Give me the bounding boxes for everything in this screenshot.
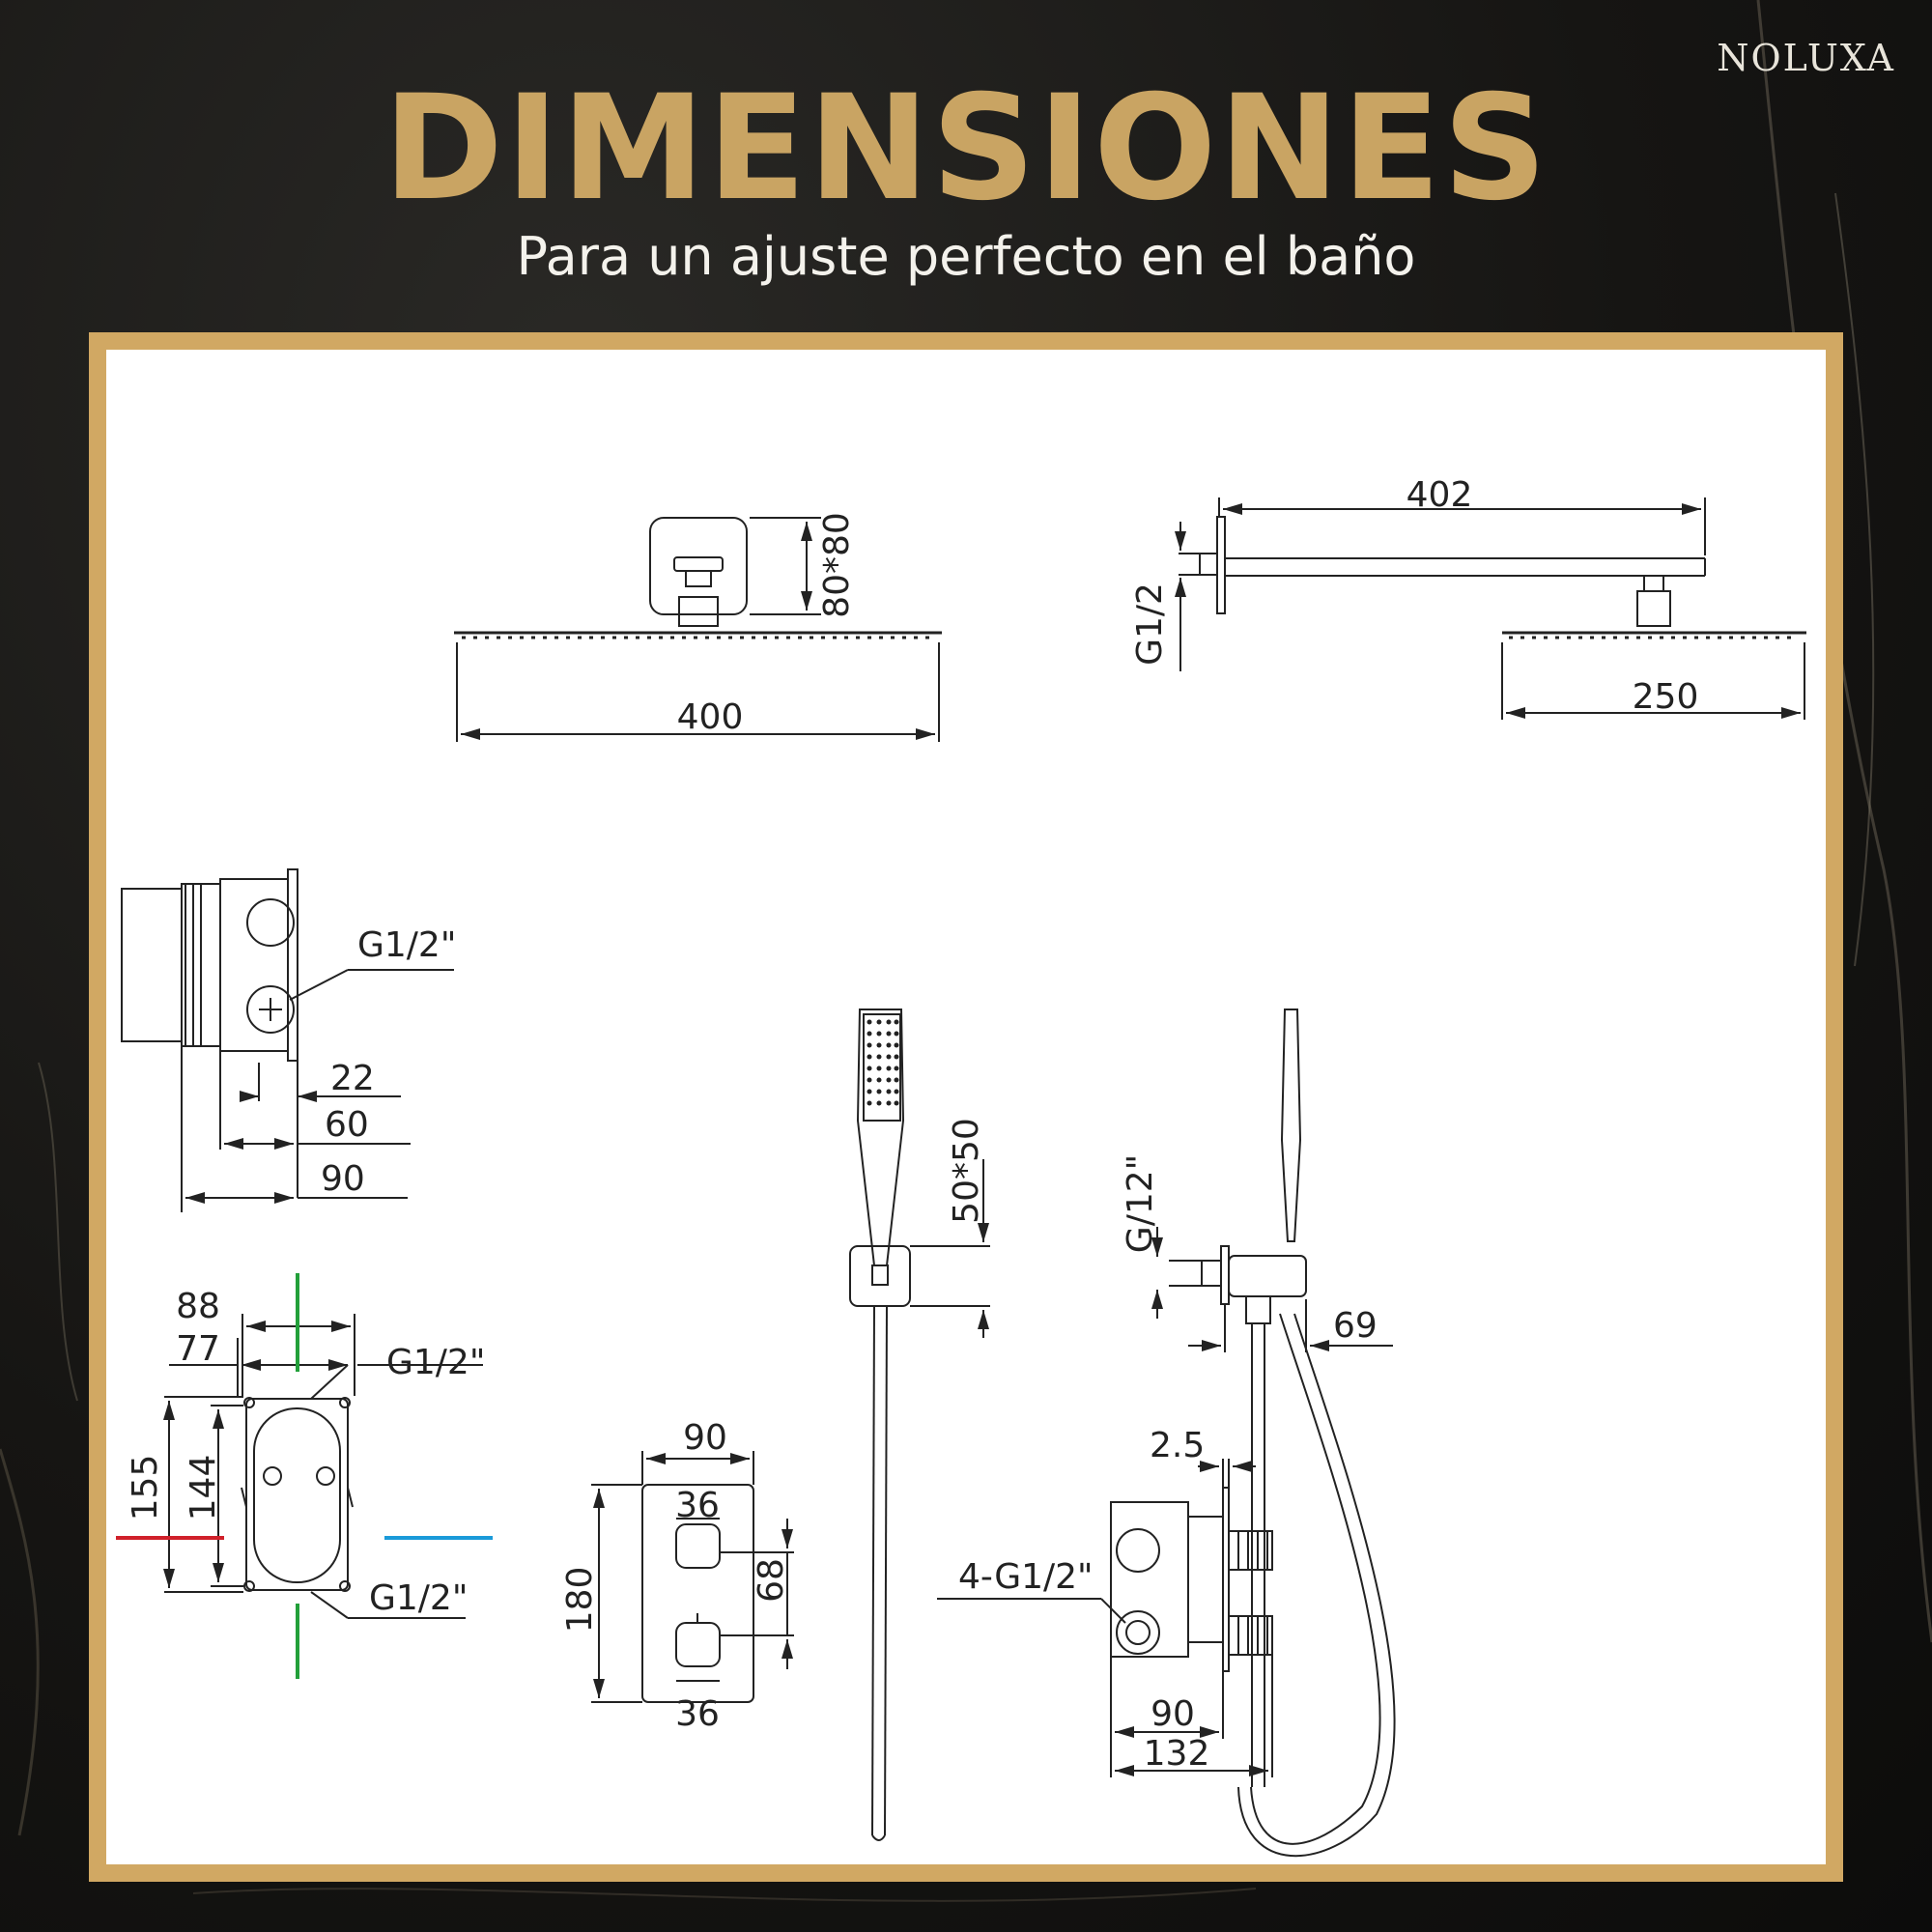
dim-outlets: 4-G1/2" bbox=[958, 1557, 1094, 1597]
system-side-view bbox=[937, 1009, 1396, 1858]
page-title: DIMENSIONES bbox=[383, 65, 1549, 233]
dim-knob-top: 36 bbox=[675, 1486, 720, 1525]
dim-plate-gap: 2.5 bbox=[1150, 1426, 1205, 1465]
dim-head-side-width: 250 bbox=[1633, 677, 1699, 717]
trim-plate-front-view bbox=[591, 1451, 794, 1703]
dim-valve-depth-90: 90 bbox=[321, 1159, 365, 1199]
dim-holder-thread: G/12" bbox=[1121, 1154, 1160, 1253]
page-subtitle: Para un ajuste perfecto en el baño bbox=[516, 226, 1416, 287]
dim-plate-width: 90 bbox=[683, 1418, 727, 1458]
hand-shower-front-view bbox=[849, 1009, 990, 1841]
dim-box-width-88: 88 bbox=[176, 1287, 220, 1326]
shower-head-front-view bbox=[454, 517, 942, 742]
dim-holder-size: 50*50 bbox=[947, 1118, 986, 1224]
dim-box-thread-bottom: G1/2" bbox=[369, 1578, 468, 1618]
dim-body-depth-90: 90 bbox=[1151, 1694, 1195, 1734]
dim-box-height-144: 144 bbox=[184, 1455, 223, 1521]
dim-box-height-155: 155 bbox=[126, 1455, 165, 1521]
dim-valve-thread: G1/2" bbox=[357, 925, 456, 965]
drawing-panel bbox=[106, 350, 1826, 1864]
mounting-box-front-view bbox=[116, 1273, 493, 1679]
dim-shower-head-width: 400 bbox=[677, 697, 744, 737]
valve-side-view bbox=[121, 868, 454, 1212]
dim-holder-depth: 69 bbox=[1333, 1306, 1378, 1346]
dim-arm-length: 402 bbox=[1406, 475, 1473, 515]
dim-shower-head-flange: 80*80 bbox=[817, 512, 857, 618]
dim-valve-depth-60: 60 bbox=[325, 1105, 369, 1145]
dim-box-thread-top: G1/2" bbox=[386, 1343, 485, 1382]
dim-plate-height: 180 bbox=[560, 1567, 600, 1634]
dim-knob-spacing: 68 bbox=[752, 1558, 791, 1603]
dim-valve-depth-22: 22 bbox=[330, 1059, 375, 1098]
shower-arm-side-view bbox=[1175, 497, 1806, 720]
brand-logo: NOLUXA bbox=[1717, 37, 1895, 79]
dim-arm-thread: G1/2 bbox=[1130, 582, 1170, 666]
dim-box-width-77: 77 bbox=[176, 1329, 220, 1369]
dim-body-depth-132: 132 bbox=[1144, 1734, 1210, 1774]
dim-knob-bottom: 36 bbox=[675, 1694, 720, 1734]
